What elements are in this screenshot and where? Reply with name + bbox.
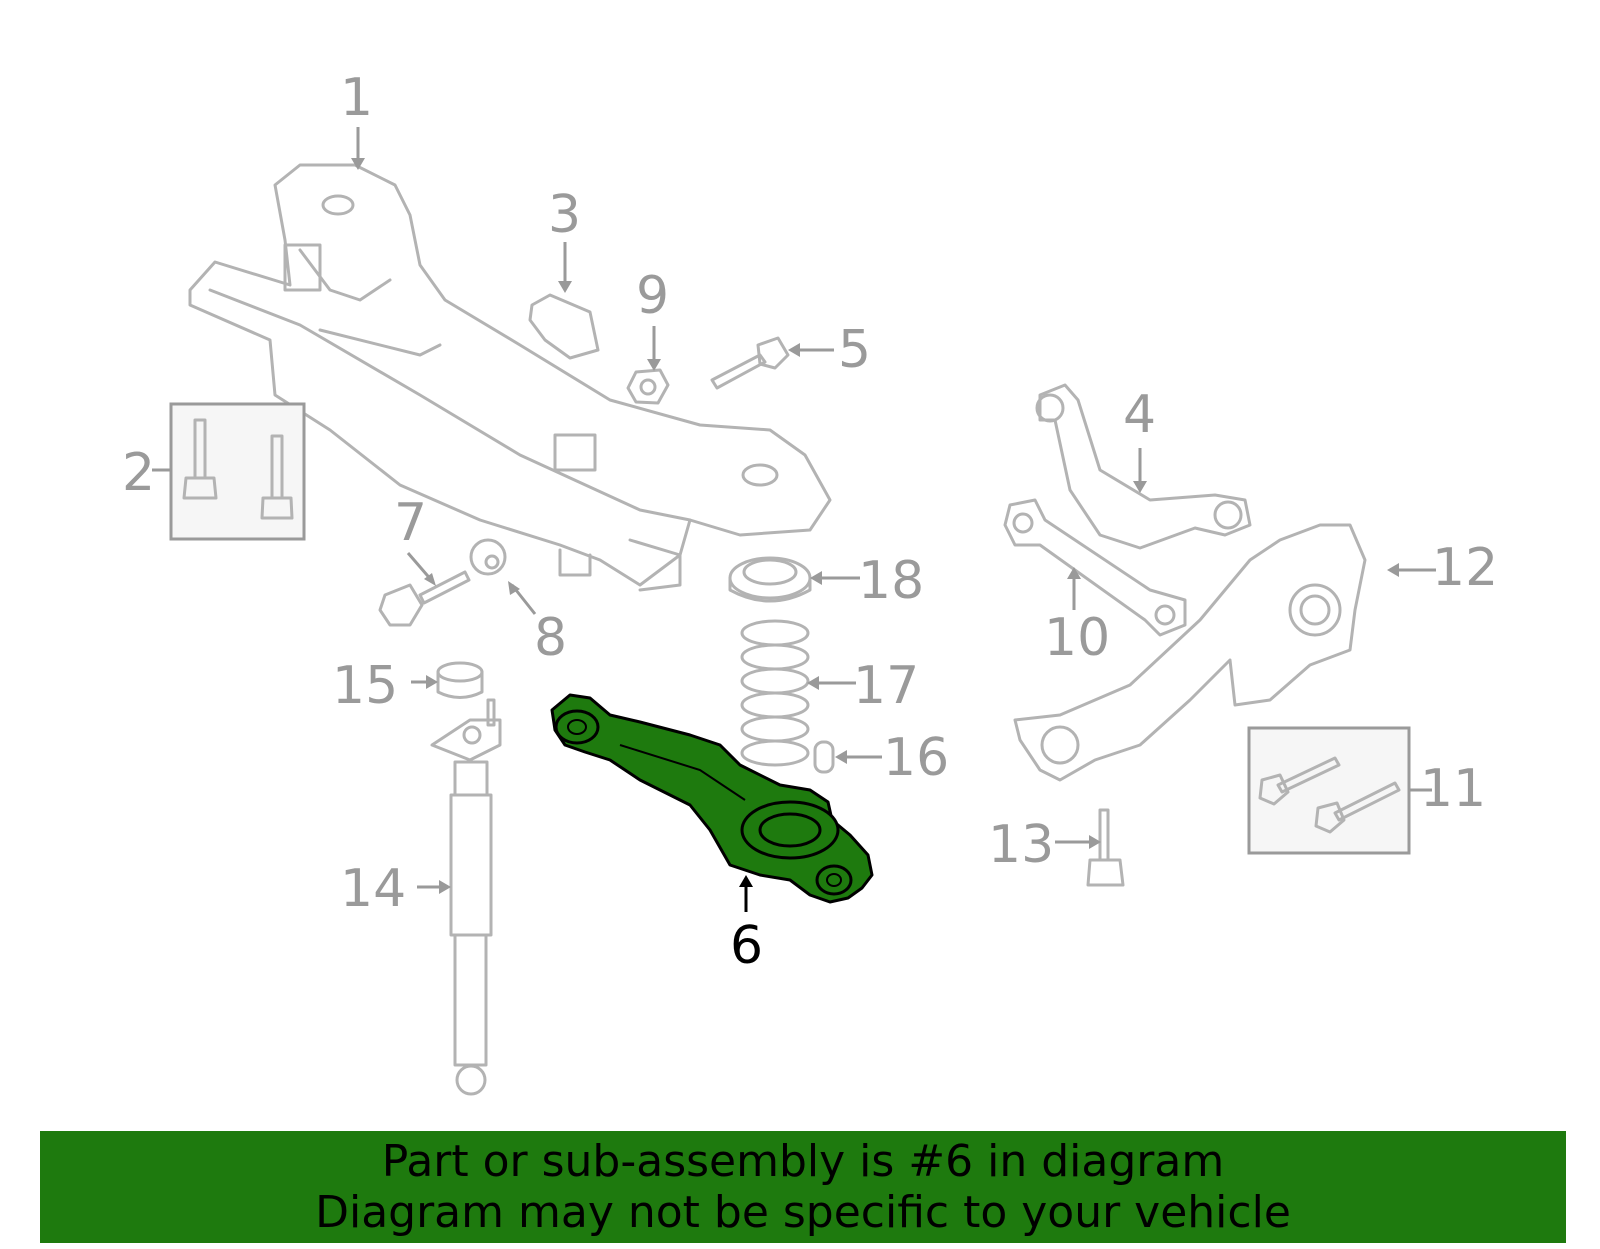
- callout-17: 17: [853, 656, 919, 716]
- callout-11: 11: [1420, 759, 1486, 819]
- callout-14: 14: [340, 859, 406, 919]
- mount-part-15: [436, 661, 484, 699]
- callout-10: 10: [1044, 608, 1110, 668]
- nut-part-9: [626, 368, 670, 405]
- leader-lines: [152, 127, 1436, 912]
- callout-6: 6: [730, 916, 763, 976]
- callout-2: 2: [122, 443, 155, 503]
- subframe-part: [188, 163, 832, 592]
- bolt-kit-2: [169, 402, 306, 541]
- callout-1: 1: [340, 68, 373, 128]
- callout-18: 18: [858, 551, 924, 611]
- upper-link-part-4: [1035, 383, 1252, 550]
- lateral-link-part-10: [1003, 498, 1187, 637]
- coil-spring-part-17: [740, 619, 810, 767]
- bolt-part-5: [710, 336, 790, 390]
- callout-3: 3: [548, 185, 581, 245]
- callout-7: 7: [394, 493, 427, 553]
- banner-line-2: Diagram may not be specific to your vehi…: [315, 1187, 1291, 1238]
- washer-part-8: [469, 538, 507, 576]
- bolt-kit-11: [1247, 726, 1411, 855]
- spring-seat-part-18: [728, 556, 812, 603]
- knuckle-part-12: [1013, 523, 1367, 782]
- callout-9: 9: [636, 266, 669, 326]
- shock-absorber-part-14: [430, 698, 502, 1096]
- banner-line-1: Part or sub-assembly is #6 in diagram: [381, 1136, 1225, 1187]
- sensor-part-3: [528, 293, 600, 360]
- info-banner: Part or sub-assembly is #6 in diagram Di…: [40, 1131, 1566, 1243]
- stud-part-13: [1086, 808, 1125, 887]
- callout-15: 15: [332, 656, 398, 716]
- callout-16: 16: [883, 728, 949, 788]
- callout-8: 8: [534, 608, 567, 668]
- control-arm-part-6: [550, 693, 874, 904]
- bump-stop-part-16: [813, 740, 835, 774]
- bolt-part-7: [378, 570, 471, 627]
- callout-5: 5: [838, 320, 871, 380]
- callout-13: 13: [988, 815, 1054, 875]
- callout-4: 4: [1123, 385, 1156, 445]
- callout-12: 12: [1432, 538, 1498, 598]
